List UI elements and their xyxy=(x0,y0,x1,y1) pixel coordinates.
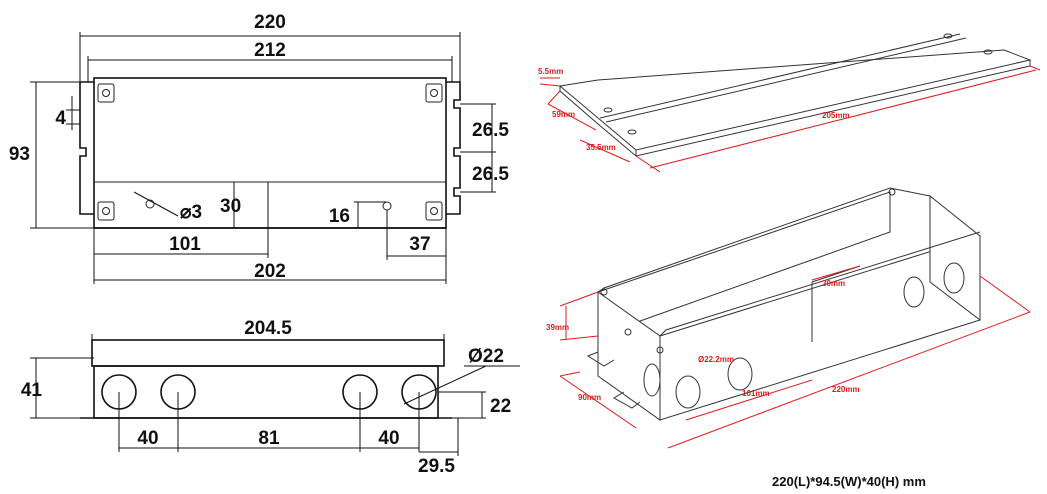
right-flange xyxy=(446,81,461,215)
dim-204-5-label: 204.5 xyxy=(244,318,292,339)
corner-tab-br xyxy=(425,201,443,221)
dim-37-label: 37 xyxy=(409,234,430,255)
dim-220mm-label: 220mm xyxy=(832,385,860,394)
dim-202-label: 202 xyxy=(254,261,286,282)
dim-35-5mm-label: 35.5mm xyxy=(586,143,616,152)
dim-40-right-label: 40 xyxy=(378,428,399,449)
dim-26-5-bottom-label: 26.5 xyxy=(472,164,509,185)
box-right-wall xyxy=(929,194,981,322)
dim-40-left-label: 40 xyxy=(137,428,158,449)
dim-101-label: 101 xyxy=(169,234,201,255)
dim-5-5mm-label: 5.5mm xyxy=(538,67,563,76)
dim-212-label: 212 xyxy=(254,40,286,61)
lid-isometric: 5.5mm 59mm 35.5mm 205mm xyxy=(538,33,1041,173)
dim-93-label: 93 xyxy=(9,144,30,165)
box-isometric: 39mm 30mm Ø22.2mm 90mm 101mm 220mm xyxy=(546,187,1031,449)
dim-39mm-label: 39mm xyxy=(546,323,569,332)
dim-59mm-label: 59mm xyxy=(552,110,575,119)
iso-knockout-1 xyxy=(675,375,701,409)
dim-29-5-label: 29.5 xyxy=(418,456,455,477)
dim-22-label: 22 xyxy=(490,396,511,417)
knockout-leader xyxy=(403,365,487,405)
dim-22-2mm-label: Ø22.2mm xyxy=(698,355,734,364)
dim-hole-dia-label: ⌀3 xyxy=(180,202,202,223)
dim-30mm-label: 30mm xyxy=(822,279,845,288)
front-view: 220 212 93 4 26.5 26.5 ⌀3 30 101 xyxy=(9,12,509,284)
dim-22-dia-label: Ø22 xyxy=(468,346,504,367)
dim-16-label: 16 xyxy=(329,206,350,227)
hole-leader xyxy=(133,191,179,217)
dim-90mm-label: 90mm xyxy=(578,393,601,402)
small-hole xyxy=(382,201,392,211)
dim-101mm-label: 101mm xyxy=(742,389,770,398)
iso-knockout-2 xyxy=(727,357,753,391)
dim-205mm-label: 205mm xyxy=(822,111,850,120)
dim-220-label: 220 xyxy=(254,12,286,33)
side-body xyxy=(93,365,439,419)
dim-41-label: 41 xyxy=(21,380,43,401)
iso-knockout-4 xyxy=(943,262,965,294)
left-flange xyxy=(79,81,94,215)
corner-tab-tr xyxy=(425,83,443,103)
dim-26-5-top-label: 26.5 xyxy=(472,120,509,141)
iso-knockout-end xyxy=(643,363,661,397)
lid-top-face xyxy=(558,49,1032,151)
hole-3mm xyxy=(145,199,155,209)
dim-81-label: 81 xyxy=(258,428,280,449)
corner-tab-tl xyxy=(97,83,115,103)
dimension-caption: 220(L)*94.5(W)*40(H) mm xyxy=(772,474,926,489)
side-top-flange xyxy=(91,339,445,367)
dim-4-label: 4 xyxy=(55,108,66,129)
dim-30-label: 30 xyxy=(220,196,241,217)
side-view: 204.5 41 Ø22 22 40 81 40 29.5 xyxy=(21,318,520,477)
iso-knockout-3 xyxy=(903,276,925,308)
corner-tab-bl xyxy=(97,201,115,221)
